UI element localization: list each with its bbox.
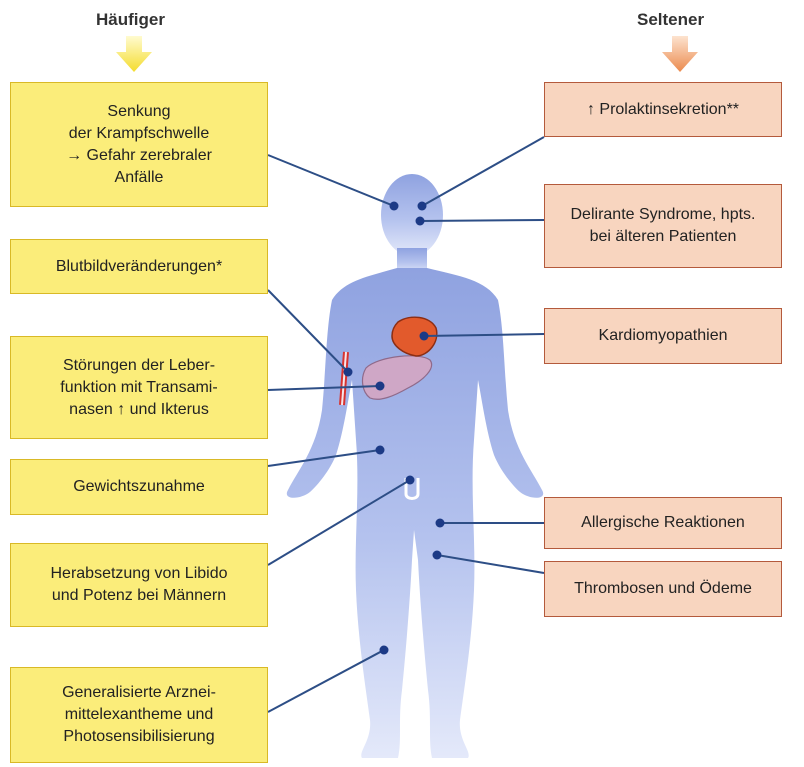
box-allergie: Allergische Reaktionen — [544, 497, 782, 549]
box-exanthem: Generalisierte Arznei- mittelexantheme u… — [10, 667, 268, 763]
dot-liver — [376, 382, 385, 391]
dot-head-left — [390, 202, 399, 211]
dot-thigh — [436, 519, 445, 528]
human-body-silhouette — [287, 174, 543, 758]
dot-leg-right — [433, 551, 442, 560]
rare-arrow-icon — [662, 36, 698, 72]
box-leberfunktion: Störungen der Leber- funktion mit Transa… — [10, 336, 268, 439]
box-gewichtszunahme: Gewichtszunahme — [10, 459, 268, 515]
frequent-arrow-icon — [116, 36, 152, 72]
box-delir: Delirante Syndrome, hpts. bei älteren Pa… — [544, 184, 782, 268]
box-kardiomyopathien: Kardiomyopathien — [544, 308, 782, 364]
dot-abdomen — [376, 446, 385, 455]
box-thrombose: Thrombosen und Ödeme — [544, 561, 782, 617]
dot-head-lower — [416, 217, 425, 226]
box-prolaktin: ↑ Prolaktinsekretion** — [544, 82, 782, 137]
dot-head-right — [418, 202, 427, 211]
box-blutbild: Blutbildveränderungen* — [10, 239, 268, 294]
rare-header: Seltener — [637, 10, 704, 30]
box-libido: Herabsetzung von Libido und Potenz bei M… — [10, 543, 268, 627]
dot-genital — [406, 476, 415, 485]
box-krampfschwelle: Senkung der Krampfschwelle → Gefahr zere… — [10, 82, 268, 207]
dot-vessel — [344, 368, 353, 377]
dot-heart — [420, 332, 429, 341]
frequent-header: Häufiger — [96, 10, 165, 30]
dot-leg-left — [380, 646, 389, 655]
